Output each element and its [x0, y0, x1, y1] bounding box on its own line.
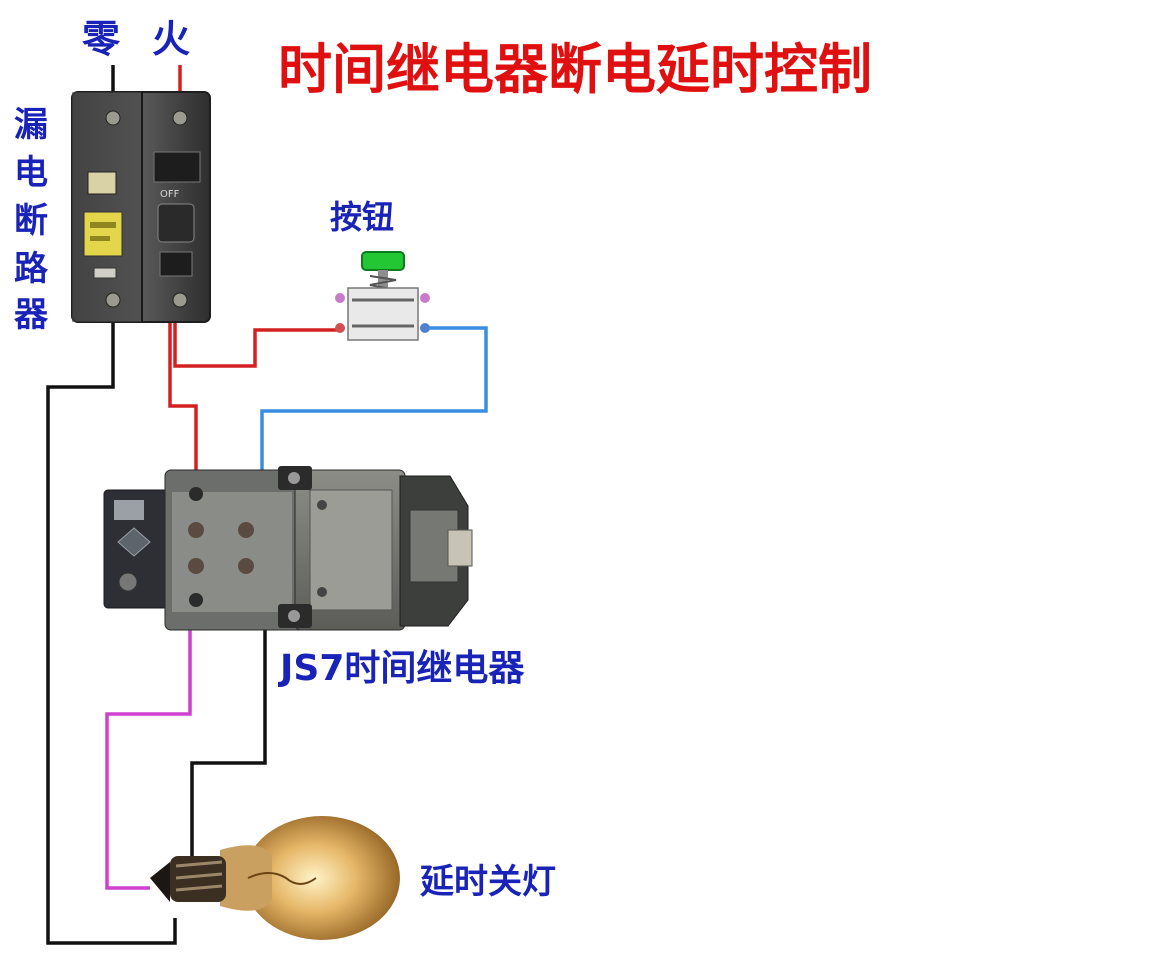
wire-relay-to-lamp: [105, 600, 192, 890]
live-label: 火: [152, 17, 190, 61]
breaker-label-char: 路: [14, 249, 49, 289]
breaker-label-char: 器: [14, 295, 49, 335]
light-bulb: [150, 816, 400, 940]
wires: [46, 65, 488, 945]
button-label: 按钮: [330, 198, 394, 236]
push-button: [335, 251, 430, 341]
wire-relay-coil-neutral: [190, 622, 267, 858]
wire-button-to-relay: [260, 326, 488, 480]
diagram-title: 时间继电器断电延时控制: [278, 38, 872, 101]
breaker-label-char: 电: [14, 153, 48, 193]
circuit-breaker: OFF: [71, 91, 211, 323]
button-cap: [361, 251, 405, 271]
breaker-label-char: 漏: [14, 105, 48, 145]
breaker-off-mark: OFF: [160, 189, 180, 200]
wire-neutral-return: [46, 315, 177, 945]
neutral-label: 零: [82, 17, 121, 61]
wire-live-to-button: [173, 315, 340, 368]
lamp-label: 延时关灯: [420, 862, 556, 902]
lamp-base: [150, 856, 226, 902]
breaker-label-char: 断: [14, 201, 48, 241]
breaker-label: 漏 电 断 路 器: [14, 105, 49, 335]
time-relay: [103, 466, 473, 631]
relay-label: JS7时间继电器: [277, 648, 525, 689]
wire-live-to-relay: [168, 315, 198, 485]
